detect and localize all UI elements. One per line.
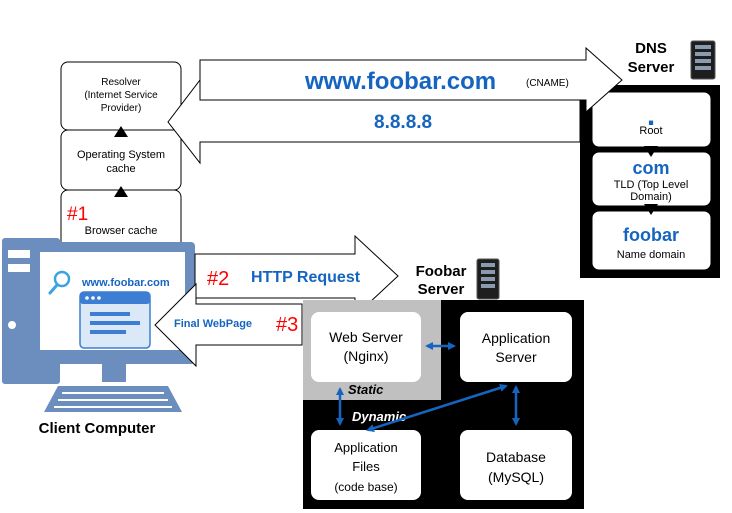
browser-address-bar: www.foobar.com	[81, 277, 170, 289]
resolver-node: Resolver (Internet Service Provider)	[60, 61, 182, 131]
step1-label: #1	[67, 204, 88, 225]
root-label: Root	[639, 125, 662, 137]
os-cache-line1: Operating System	[77, 149, 165, 161]
os-cache-line2: cache	[106, 163, 135, 175]
os-to-resolver-arrow	[114, 126, 128, 137]
app-server-line1: Application	[482, 330, 551, 346]
browser-cache-label: Browser cache	[85, 225, 158, 237]
tld-label-line1: TLD (Top Level	[614, 179, 689, 191]
dns-response-arrow	[167, 78, 581, 165]
name-domain-label: Name domain	[617, 249, 685, 261]
dns-server-title-line1: DNS	[635, 40, 667, 57]
root-to-tld-arrow	[644, 146, 658, 157]
app-server-files-connector	[366, 384, 508, 432]
foobar-server-title-line2: Server	[418, 281, 465, 298]
app-server-line2: Server	[495, 349, 537, 365]
dns-response-ip: 8.8.8.8	[374, 112, 432, 133]
dynamic-label: Dynamic	[352, 409, 407, 424]
os-cache-node: Operating System cache	[60, 129, 182, 191]
http-response-arrow	[154, 282, 303, 368]
database-node: Database (MySQL)	[460, 430, 572, 500]
database-line1: Database	[486, 449, 546, 465]
app-files-line1: Application	[334, 440, 398, 455]
name-domain-name: foobar	[623, 225, 679, 245]
http-request-arrow	[194, 234, 399, 318]
web-server-line2: (Nginx)	[343, 348, 388, 364]
browser-to-os-arrow	[114, 186, 128, 197]
client-computer-label: Client Computer	[39, 420, 156, 437]
tld-server-node: com TLD (Top Level Domain)	[591, 151, 712, 207]
search-icon	[48, 270, 71, 295]
tld-label-line2: Domain)	[630, 191, 672, 203]
http-response-label: Final WebPage	[174, 318, 252, 330]
resolver-line3: Provider)	[101, 103, 142, 114]
web-server-node: Web Server (Nginx)	[311, 312, 421, 382]
http-request-label: HTTP Request	[251, 269, 361, 286]
web-server-line1: Web Server	[329, 329, 403, 345]
app-files-node: Application Files (code base)	[311, 430, 421, 500]
dns-server-title-line2: Server	[628, 59, 675, 76]
step3-label: #3	[276, 314, 298, 336]
root-server-node: . Root	[591, 91, 712, 148]
dns-request-record-type: (CNAME)	[526, 78, 569, 89]
webpage-window-icon	[79, 291, 151, 349]
tld-to-domain-arrow	[644, 204, 658, 215]
resolver-line1: Resolver	[101, 77, 141, 88]
foobar-server-rack-icon	[476, 258, 500, 300]
tld-name: com	[632, 158, 669, 178]
app-files-line3: (code base)	[334, 480, 397, 494]
app-files-line2: Files	[352, 459, 380, 474]
resolver-line2: (Internet Service	[84, 90, 158, 101]
step2-label: #2	[207, 268, 229, 290]
database-line2: (MySQL)	[488, 469, 544, 485]
dns-request-domain: www.foobar.com	[304, 68, 496, 95]
foobar-server-title-line1: Foobar	[416, 263, 467, 280]
dns-server-rack-icon	[690, 40, 716, 80]
name-domain-node: foobar Name domain	[591, 210, 712, 271]
app-server-node: Application Server	[460, 312, 572, 382]
static-label: Static	[348, 382, 384, 397]
root-dot: .	[647, 99, 655, 132]
